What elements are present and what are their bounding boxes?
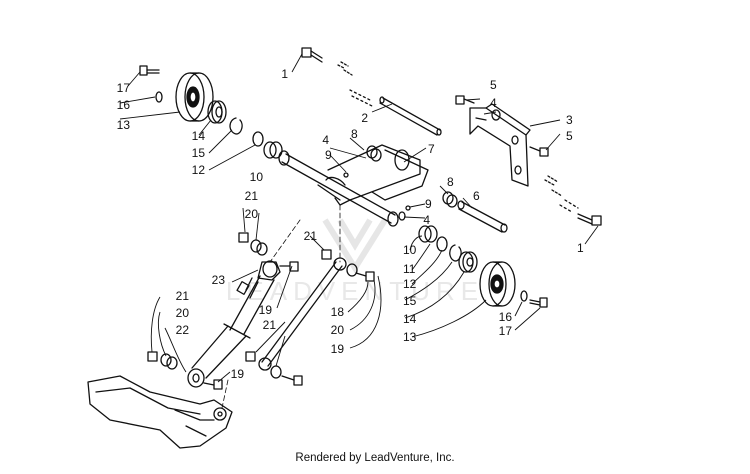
idler-wheel-right <box>479 261 516 307</box>
callout-label: 16 <box>117 98 131 112</box>
bearing-14-left <box>207 100 227 124</box>
callout-label: 19 <box>331 342 345 356</box>
callout-label: 10 <box>250 170 264 184</box>
callout-label: 16 <box>499 310 513 324</box>
callout-label: 21 <box>263 318 277 332</box>
callout-label: 1 <box>281 67 288 81</box>
callout-label: 15 <box>192 146 206 160</box>
bushing-20-link-bottom <box>270 365 282 379</box>
callout-label: 15 <box>403 294 417 308</box>
shaft-2 <box>379 96 442 136</box>
callout-label: 9 <box>325 148 332 162</box>
callout-label: 20 <box>245 207 259 221</box>
bushing-10-right <box>418 225 438 243</box>
nut-21-shock-top <box>238 232 249 243</box>
callout-label: 18 <box>331 305 345 319</box>
callout-label: 3 <box>566 113 573 127</box>
callout-label: 22 <box>176 323 190 337</box>
bushing-10-left <box>263 141 283 159</box>
nut-4-upper <box>491 109 501 121</box>
callout-label: 5 <box>566 129 573 143</box>
bolt-1-right <box>544 175 602 226</box>
nut-21-shock-bottom <box>147 351 158 362</box>
bushing-8-upper <box>366 145 382 162</box>
callout-label: 19 <box>259 303 273 317</box>
callout-label: 11 <box>403 262 416 276</box>
frame-rail <box>87 375 233 449</box>
callout-label: 12 <box>403 277 417 291</box>
callout-label: 21 <box>245 189 259 203</box>
callout-label: 20 <box>176 306 190 320</box>
callout-labels: 1 1 2 3 4 4 4 5 5 6 7 8 8 9 9 10 10 11 1… <box>117 67 584 381</box>
spacer-12-right <box>436 236 448 252</box>
callout-label: 8 <box>351 127 358 141</box>
grease-fitting-9-upper <box>343 172 349 178</box>
washer-16-left <box>155 91 163 103</box>
swing-arm-7 <box>278 144 429 227</box>
callout-label: 2 <box>361 111 368 125</box>
bushing-20-shock-bottom <box>160 353 178 370</box>
nut-21-link-bottom <box>245 351 256 362</box>
watermark-text: LEADVENTURE <box>226 276 484 306</box>
nut-21-link-top <box>321 249 332 260</box>
washer-16-right <box>520 290 528 302</box>
bolt-19-link-bottom <box>281 375 303 386</box>
bushing-20-shock-top <box>250 239 268 256</box>
nut-4-mid <box>398 211 406 221</box>
watermark-logo <box>322 218 388 274</box>
callout-label: 20 <box>331 323 345 337</box>
callout-label: 6 <box>473 189 480 203</box>
callout-label: 10 <box>403 243 417 257</box>
shaft-6 <box>457 200 508 233</box>
callout-label: 19 <box>231 367 245 381</box>
snap-ring-15-right <box>449 244 462 262</box>
callout-label: 17 <box>117 81 131 95</box>
idler-wheel-left <box>175 72 214 122</box>
callout-label: 13 <box>403 330 417 344</box>
callout-label: 8 <box>447 175 454 189</box>
bolt-19-shock-top <box>279 261 299 272</box>
callout-label: 17 <box>499 324 513 338</box>
leader-lines <box>119 53 599 383</box>
center-lines <box>221 204 341 409</box>
callout-label: 4 <box>423 213 430 227</box>
callout-label: 9 <box>425 197 432 211</box>
bolt-5-upper <box>455 95 475 105</box>
bolt-19-shock-bottom <box>203 379 223 390</box>
bolt-5-lower <box>529 146 549 157</box>
bolt-1-top <box>301 47 373 107</box>
callout-label: 14 <box>192 129 206 143</box>
callout-label: 21 <box>304 229 318 243</box>
render-credit-caption: Rendered by LeadVenture, Inc. <box>295 452 455 464</box>
link-rod-18 <box>258 257 375 371</box>
callout-label: 12 <box>192 163 206 177</box>
bushing-8-lower <box>442 191 458 208</box>
shock-absorber-22 <box>187 260 281 388</box>
grease-fitting-9-lower <box>405 205 411 211</box>
callout-label: 14 <box>403 312 417 326</box>
callout-label: 5 <box>490 78 497 92</box>
spacer-12-left <box>252 131 264 147</box>
bolt-17-left <box>139 65 160 76</box>
callout-label: 4 <box>490 96 497 110</box>
callout-label: 4 <box>322 133 329 147</box>
bearing-14-right <box>458 251 478 273</box>
callout-label: 21 <box>176 289 190 303</box>
callout-label: 13 <box>117 118 131 132</box>
callout-label: 7 <box>428 142 435 156</box>
bolt-17-right <box>529 297 548 308</box>
callout-label: 1 <box>577 241 584 255</box>
snap-ring-15-left <box>229 117 243 135</box>
callout-label: 23 <box>212 273 226 287</box>
